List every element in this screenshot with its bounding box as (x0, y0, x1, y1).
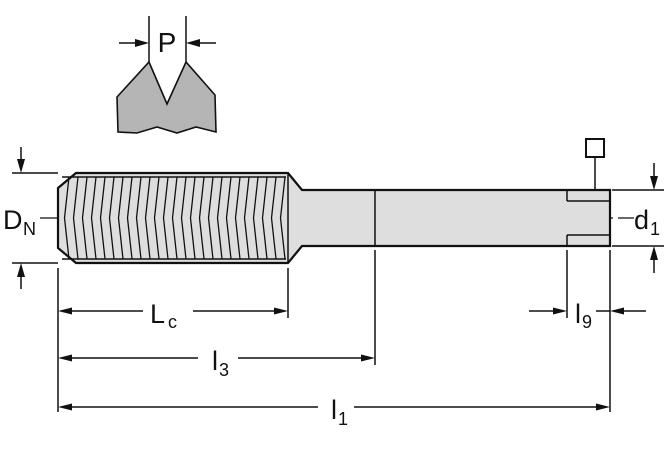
l9-arrow-right (610, 307, 624, 315)
l3-arrow-right (361, 354, 375, 362)
l1-label-sub: 1 (338, 409, 348, 429)
l1-arrow-left (58, 403, 72, 411)
dn-label-sub: N (23, 219, 36, 239)
thread-section-hatch (62, 177, 286, 259)
dimension-d1: d 1 (612, 163, 664, 273)
pitch-dimension: P (119, 27, 216, 58)
d1-arrow-top (650, 176, 658, 190)
l3-arrow-left (58, 354, 72, 362)
l3-label-sub: 3 (219, 360, 229, 380)
lc-label-sub: c (168, 312, 177, 332)
l9-label: l (575, 299, 581, 329)
l9-arrow-left (553, 307, 567, 315)
dimension-l3: l 3 (58, 346, 375, 380)
lc-arrow-right (274, 307, 288, 315)
l9-label-sub: 9 (582, 312, 592, 332)
thread-profile-detail: P (116, 16, 217, 134)
l1-arrow-right (596, 403, 610, 411)
dn-arrow-top (17, 159, 25, 173)
square-symbol-icon (585, 138, 605, 158)
dimension-lc: L c (58, 299, 288, 332)
l3-label: l (212, 346, 218, 376)
dimension-l1: l 1 (58, 395, 610, 429)
d1-label: d (634, 205, 649, 235)
thread-profile-shape (116, 60, 217, 134)
dimension-l9: l 9 (529, 299, 646, 332)
d1-arrow-bottom (650, 246, 658, 260)
pitch-label: P (158, 27, 177, 58)
tap-body (56, 138, 612, 265)
dn-label: D (3, 205, 23, 235)
square-drive-end (566, 190, 610, 246)
square-section-symbol (585, 138, 605, 189)
dn-arrow-bottom (17, 263, 25, 277)
l1-label: l (331, 395, 337, 425)
pitch-arrow-right (186, 39, 200, 47)
lc-label: L (150, 299, 165, 329)
d1-label-sub: 1 (650, 219, 660, 239)
dimension-dn: D N (3, 147, 58, 289)
pitch-arrow-left (135, 39, 149, 47)
lc-arrow-left (58, 307, 72, 315)
